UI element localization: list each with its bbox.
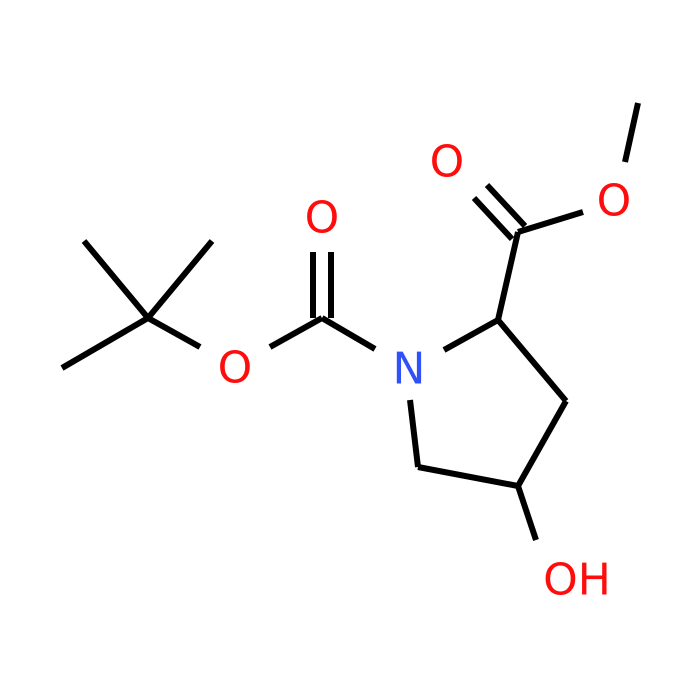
atom-hydroxyl: OH (543, 555, 611, 606)
bond-c4-oh (515, 485, 539, 541)
bond-ester-double-b (484, 182, 528, 229)
bond-carbonyl-n (320, 315, 377, 352)
bond-c4-c5 (417, 464, 519, 489)
bond-o-carbonyl-c (268, 315, 324, 350)
bond-tbu-methyl-2 (145, 239, 215, 320)
atom-o-carbonyl-right: O (430, 137, 465, 188)
bond-ester-double-a (471, 195, 515, 242)
bond-c2-c3 (495, 318, 569, 403)
bond-c2-ester-c (495, 231, 521, 321)
bond-c5-n (407, 399, 421, 468)
bond-tbu-methyl-3 (60, 315, 150, 371)
bond-n-c2 (442, 317, 500, 353)
atom-o-ester-right: O (597, 176, 632, 227)
bond-tbu-methyl-1 (81, 239, 151, 320)
atom-nitrogen: N (393, 344, 426, 395)
atom-o-carbonyl-left: O (305, 193, 340, 244)
atom-o-ester-left: O (218, 343, 253, 394)
bond-c3-c4 (515, 399, 569, 488)
bond-o-methyl (622, 102, 641, 163)
bond-tbu-o (146, 315, 202, 350)
bond-ester-c-o (517, 209, 584, 235)
